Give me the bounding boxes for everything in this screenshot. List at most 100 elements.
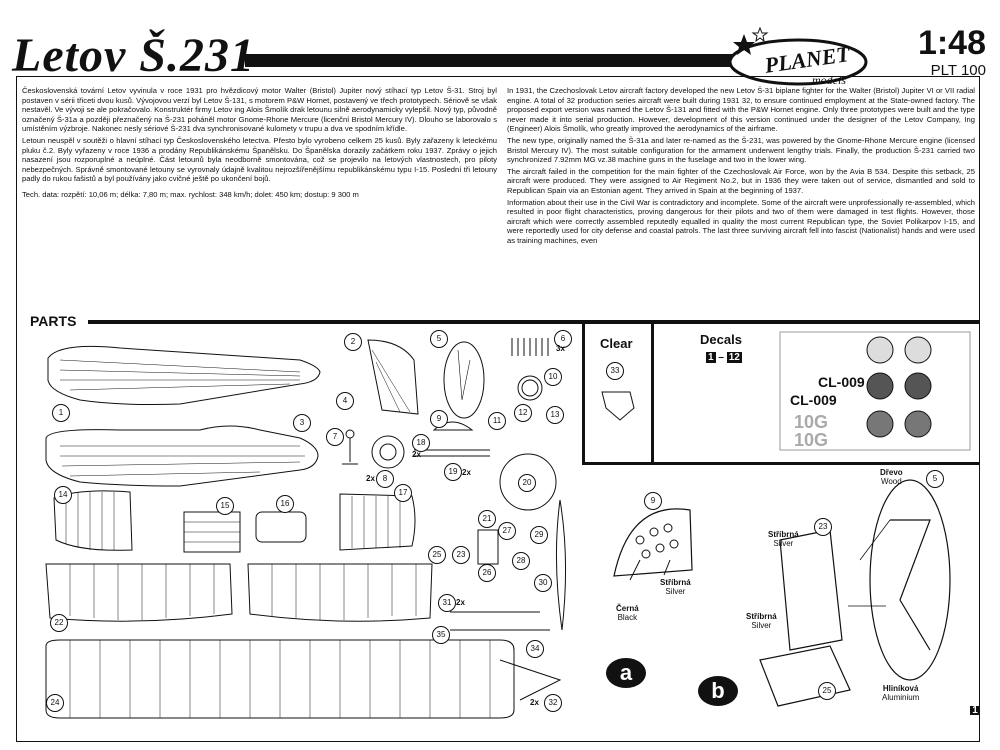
part-number: 25 [428, 546, 446, 564]
product-code: PLT 100 [930, 62, 986, 79]
color-en: Silver [665, 587, 686, 596]
scale-label: 1:48 [917, 24, 986, 62]
color-callout: Dřevo Wood [880, 468, 903, 486]
part-number: 12 [514, 404, 532, 422]
part-number: 33 [606, 362, 624, 380]
parts-title: PARTS [30, 313, 77, 329]
lower-wing-left [53, 490, 133, 551]
part-number: 26 [478, 564, 496, 582]
decal-code: 10G [794, 430, 829, 450]
part-number: 5 [430, 330, 448, 348]
quantity-label: 3x [556, 344, 565, 353]
fuselage-left-half [47, 345, 321, 405]
step-b-badge: b [698, 676, 738, 706]
part-number: 18 [412, 434, 430, 452]
assembly-part-number: 23 [814, 518, 832, 536]
decal-code: CL-009 [790, 392, 837, 408]
part-number: 32 [544, 694, 562, 712]
color-callout: Hliníková Aluminium [882, 684, 919, 702]
czech-paragraph: Letoun neuspěl v soutěži o hlavní stíhac… [22, 135, 497, 184]
assembly-part-number: 25 [818, 682, 836, 700]
part-number: 16 [276, 495, 294, 513]
lower-wing-right [339, 493, 416, 551]
decals-label: Decals [700, 332, 742, 347]
part-number: 3 [293, 414, 311, 432]
part-number: 22 [50, 614, 68, 632]
rudder-part [367, 339, 419, 415]
part-number: 14 [54, 486, 72, 504]
part-number: 29 [530, 526, 548, 544]
czech-paragraph: Československá tovární Letov vyvinula v … [22, 86, 497, 134]
decal-code: CL-009 [818, 374, 865, 390]
decals-divider [651, 324, 654, 464]
part-number: 20 [518, 474, 536, 492]
color-cz: Stříbrná [660, 578, 691, 587]
part-number: 24 [46, 694, 64, 712]
color-cz: Hliníková [882, 684, 919, 693]
upper-wing-part [45, 563, 233, 622]
quantity-label: 2x [456, 598, 465, 607]
english-paragraph: The new type, originally named the Š-31a… [507, 135, 975, 165]
decal-range-start: 1 [706, 352, 716, 363]
quantity-label: 2x [412, 450, 421, 459]
page-number: 1 [970, 706, 980, 716]
instrument-panel-drawing [613, 508, 693, 577]
quantity-label: 2x [530, 698, 539, 707]
part-number: 35 [432, 626, 450, 644]
decal-code: 10G [794, 412, 829, 432]
fuselage-right-half [45, 425, 319, 487]
quantity-label: 2x [366, 474, 375, 483]
decals-range: 1 – 12 [706, 352, 742, 363]
assembly-part-number: 5 [926, 470, 944, 488]
decal-range-dash: – [718, 352, 724, 363]
color-en: Aluminium [882, 693, 920, 702]
decal-sheet [779, 331, 971, 451]
page-title: Letov Š.231 [12, 29, 255, 82]
parts-rule [88, 320, 980, 324]
color-callout: Stříbrná Silver [660, 578, 691, 596]
color-en: Silver [773, 539, 794, 548]
clear-divider [582, 324, 585, 464]
seat-drawing [779, 529, 843, 651]
part-number: 7 [326, 428, 344, 446]
part-number: 1 [52, 404, 70, 422]
color-cz: Stříbrná [768, 530, 799, 539]
part-number: 19 [444, 463, 462, 481]
part-number: 27 [498, 522, 516, 540]
wheel-disc-part [443, 341, 485, 419]
english-paragraph: Information about their use in the Civil… [507, 197, 975, 245]
color-en: Black [617, 613, 638, 622]
part-number: 30 [534, 574, 552, 592]
decal-range-end: 12 [726, 352, 742, 363]
part-number: 6 [554, 330, 572, 348]
color-callout: Černá Black [616, 604, 639, 622]
upper-wing-part-b [247, 563, 433, 622]
part-number: 2 [344, 333, 362, 351]
engine-part [371, 435, 405, 469]
assembly-part-number: 9 [644, 492, 662, 510]
english-paragraph: In 1931, the Czechoslovak Letov aircraft… [507, 86, 975, 134]
title-underline [245, 54, 750, 67]
part-number: 17 [394, 484, 412, 502]
clear-parts-label: Clear [600, 336, 633, 351]
color-callout: Stříbrná Silver [746, 612, 777, 630]
step-a-badge: a [606, 658, 646, 688]
part-number: 21 [478, 510, 496, 528]
part-number: 34 [526, 640, 544, 658]
english-description: In 1931, the Czechoslovak Letov aircraft… [507, 86, 975, 248]
color-cz: Černá [616, 604, 639, 613]
color-cz: Stříbrná [746, 612, 777, 621]
color-en: Silver [751, 621, 772, 630]
windshield-part [601, 391, 635, 421]
part-number: 13 [546, 406, 564, 424]
part-number: 9 [430, 410, 448, 428]
main-wing-part [45, 639, 515, 719]
part-number: 23 [452, 546, 470, 564]
part-number: 10 [544, 368, 562, 386]
planet-models-logo: PLANET models [728, 26, 868, 87]
quantity-label: 2x [462, 468, 471, 477]
part-number: 15 [216, 497, 234, 515]
part-number: 8 [376, 470, 394, 488]
propeller-spinner-part [499, 453, 557, 511]
